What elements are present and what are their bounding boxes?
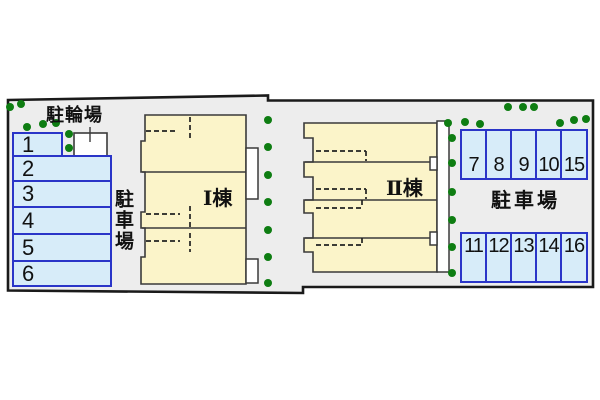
- parking-stall-7: 7: [460, 129, 487, 180]
- stall-number: 10: [538, 154, 559, 176]
- parking-stall-16: 16: [560, 232, 588, 283]
- building-i-shape: [140, 114, 247, 285]
- stall-number: 12: [488, 235, 509, 257]
- building-i-suffix: 棟: [212, 188, 233, 210]
- parking-stall-1: 1: [12, 132, 63, 157]
- parking-stall-3: 3: [12, 180, 112, 208]
- parking-stall-4: 4: [12, 206, 112, 235]
- stall-number: 5: [22, 234, 35, 260]
- building-ii-corridor: [429, 120, 450, 273]
- tree-dots: [6, 100, 590, 287]
- stall-number: 15: [563, 154, 585, 176]
- parking-stall-6: 6: [12, 260, 112, 287]
- parking-stall-14: 14: [535, 232, 562, 283]
- parking-stall-12: 12: [485, 232, 512, 283]
- stall-number: 7: [468, 154, 479, 176]
- stall-number: 8: [493, 154, 504, 176]
- stall-number: 1: [22, 131, 35, 157]
- stall-number: 16: [563, 235, 585, 257]
- building-ii-label: Ⅱ棟: [386, 179, 423, 200]
- parking-lot-label-left: 駐車場: [111, 189, 133, 252]
- stall-number: 6: [22, 260, 35, 286]
- parking-stall-2: 2: [12, 155, 112, 182]
- parking-stall-9: 9: [510, 129, 537, 180]
- parking-stall-13: 13: [510, 232, 537, 283]
- building-ii-numeral: Ⅱ: [386, 178, 403, 200]
- building-i-porches: [245, 147, 259, 284]
- parking-stall-8: 8: [485, 129, 512, 180]
- stall-number: 9: [518, 154, 529, 176]
- bicycle-parking-label: 駐輪場: [46, 105, 103, 125]
- stall-number: 2: [22, 155, 35, 181]
- stall-number: 3: [22, 181, 35, 206]
- building-ii-suffix: 棟: [402, 178, 423, 200]
- building-i-unit-dividers: [142, 171, 246, 229]
- parking-stall-5: 5: [12, 233, 112, 262]
- building-ii-entry-dashes: [316, 150, 367, 246]
- building-i-label: Ⅰ棟: [203, 189, 232, 210]
- stall-number: 4: [22, 207, 35, 233]
- building-ii-unit-dividers: [305, 161, 437, 239]
- parking-stall-15: 15: [560, 129, 588, 180]
- stall-number: 11: [464, 235, 484, 257]
- parking-stall-10: 10: [535, 129, 562, 180]
- stall-number: 14: [538, 235, 559, 257]
- building-i-entry-dashes: [146, 117, 191, 252]
- parking-lot-label-right: 駐車場: [491, 190, 560, 212]
- parking-stall-11: 11: [460, 232, 487, 283]
- building-i-numeral: Ⅰ: [203, 188, 213, 210]
- stall-number: 13: [513, 235, 534, 257]
